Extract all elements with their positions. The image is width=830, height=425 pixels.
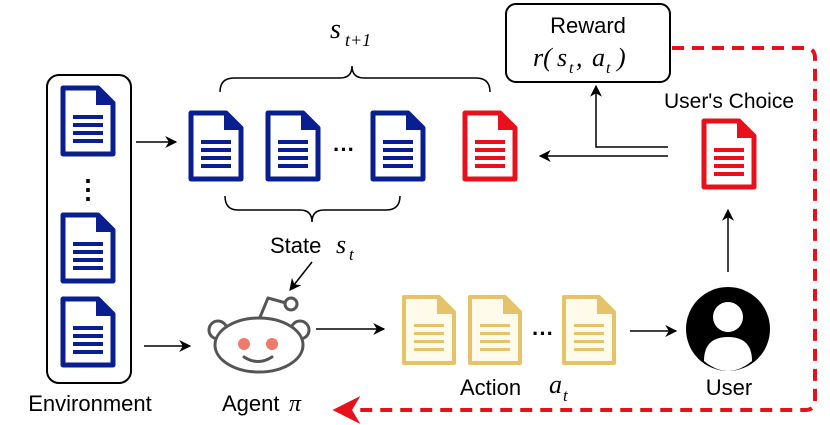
next-state-brace (219, 65, 491, 93)
arrow-state-to-agent (289, 261, 313, 291)
document-icon (373, 113, 423, 179)
user-label: User (706, 375, 752, 400)
action-subscript: t (563, 386, 569, 405)
env-vertical-ellipsis: ⋮ (75, 174, 101, 204)
state-label: State (270, 233, 321, 258)
document-icon (470, 297, 520, 363)
environment-box (46, 74, 132, 384)
robot-agent-icon (207, 296, 311, 374)
document-icon (564, 297, 614, 363)
state-ellipsis: ··· (333, 137, 355, 162)
document-icon (268, 113, 318, 179)
reward-title: Reward (550, 13, 626, 38)
environment-label: Environment (28, 391, 152, 416)
svg-text:,: , (576, 43, 583, 72)
state-subscript: t (349, 245, 355, 264)
document-icon (704, 121, 754, 187)
state-brace (224, 195, 401, 223)
agent-symbol: π (289, 391, 302, 417)
next-state-subscript: t+1 (345, 30, 371, 50)
svg-text:): ) (615, 43, 626, 72)
user-avatar-icon (686, 287, 770, 371)
action-label: Action (460, 375, 521, 400)
action-symbol: a (549, 370, 562, 399)
svg-text:a: a (592, 43, 605, 72)
document-icon (404, 297, 454, 363)
reward-expression: r( s t , a t ) (533, 43, 626, 77)
document-icon (465, 113, 515, 179)
svg-text:t: t (569, 60, 574, 77)
action-ellipsis: ··· (532, 321, 554, 346)
arrow-choice-to-reward (590, 84, 668, 148)
svg-text:s: s (557, 43, 567, 72)
next-state-symbol: s (330, 14, 341, 45)
agent-label: Agent (222, 391, 280, 416)
reward-box (505, 3, 671, 83)
document-icon (63, 215, 113, 281)
svg-text:t: t (606, 60, 611, 77)
svg-text:r(: r( (533, 43, 553, 72)
document-icon (63, 88, 113, 154)
reward-feedback-arrow (332, 46, 817, 424)
state-symbol: s (336, 230, 346, 259)
users-choice-label: User's Choice (664, 90, 794, 113)
document-icon (63, 299, 113, 365)
document-icon (191, 113, 241, 179)
